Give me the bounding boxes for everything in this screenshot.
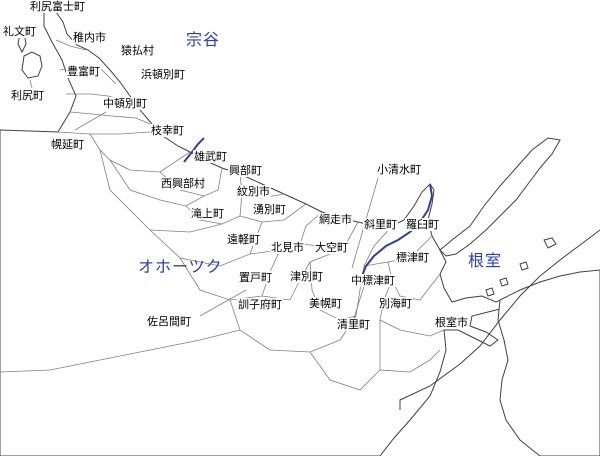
town-label-toyotomi: 豊富町 — [66, 65, 101, 78]
town-label-rishiri: 利尻町 — [10, 89, 45, 102]
rishiri-island — [21, 51, 43, 79]
town-label-nishiokoppe: 西興部村 — [160, 177, 206, 190]
town-label-rausu: 羅臼町 — [405, 218, 440, 231]
town-label-wakkanai: 稚内市 — [72, 31, 107, 44]
town-label-okoppe: 興部町 — [228, 164, 263, 177]
region-label-soya: 宗谷 — [186, 30, 221, 49]
town-label-saroma: 佐呂間町 — [146, 315, 192, 328]
border-line — [399, 229, 600, 410]
town-label-kunneppu: 訓子府町 — [237, 298, 283, 311]
town-label-betsukai: 別海町 — [378, 297, 413, 310]
town-label-yubetsu: 湧別町 — [252, 203, 287, 216]
town-label-esashi: 枝幸町 — [150, 124, 185, 137]
town-label-engaru: 遠軽町 — [226, 233, 261, 246]
town-label-abashiri: 網走市 — [318, 213, 353, 226]
habomai-islands — [485, 237, 557, 297]
etorofu-island — [497, 269, 600, 456]
town-label-tsubetsu: 津別町 — [289, 270, 324, 283]
town-label-rishirifuji: 利尻富士町 — [29, 0, 86, 13]
town-label-nakatonbetsu: 中頓別町 — [102, 97, 148, 110]
town-label-takinoue: 滝上町 — [190, 207, 225, 220]
town-label-koshimizu: 小清水町 — [376, 163, 422, 176]
town-label-kitami: 北見市 — [270, 241, 305, 254]
town-label-oketo: 置戸町 — [238, 271, 273, 284]
town-label-horonobe: 幌延町 — [50, 138, 85, 151]
town-label-hamatonbetsu: 浜頓別町 — [140, 68, 186, 81]
town-label-sarufutsu: 猿払村 — [120, 44, 155, 57]
kunashiri-island — [439, 137, 561, 257]
region-label-nemuro: 根室 — [468, 251, 503, 270]
town-label-rebun: 礼文町 — [2, 25, 37, 38]
town-label-omu: 雄武町 — [193, 150, 228, 163]
town-label-bihoro: 美幌町 — [308, 297, 343, 310]
town-label-nakashibetsu: 中標津町 — [350, 274, 396, 287]
town-label-kiyosato: 清里町 — [336, 318, 371, 331]
town-label-nemuro: 根室市 — [434, 316, 469, 329]
town-label-shari: 斜里町 — [363, 218, 398, 231]
town-label-shibetsu: 標津町 — [395, 251, 430, 264]
region-label-okhotsk: オホーツク — [138, 257, 223, 276]
town-label-monbetsu: 紋別市 — [236, 185, 271, 198]
subprefecture-borders — [183, 137, 434, 277]
town-label-ozora: 大空町 — [314, 241, 349, 254]
